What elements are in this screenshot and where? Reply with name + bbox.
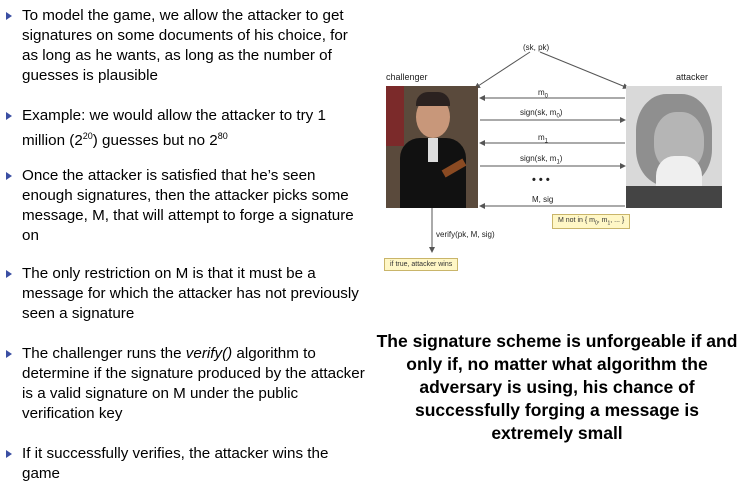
message-m0-label: m0 (538, 88, 549, 100)
keypair-arrow-challenger (474, 51, 531, 89)
bullet-text: To model the game, we allow the attacker… (22, 7, 348, 84)
result-box: if true, attacker wins (384, 258, 459, 271)
challenger-photo (386, 86, 478, 208)
diagram-arrows (429, 51, 629, 253)
keypair-arrow-attacker (539, 51, 629, 89)
forgery-label: M, sig (532, 195, 554, 204)
bullet-text: The only restriction on M is that it mus… (22, 265, 359, 322)
constraint-box: M not in { m0, m1, ... } (552, 214, 631, 230)
bullet-marker-icon (6, 172, 12, 180)
attacker-photo (626, 86, 722, 208)
bullet-text: The challenger runs the verify() algorit… (22, 345, 365, 422)
bullet-text: Once the attacker is satisfied that he’s… (22, 167, 354, 244)
bullet-marker-icon (6, 450, 12, 458)
signature-game-diagram: (sk, pk) challenger attacker m0 sign(sk,… (380, 40, 740, 280)
ellipsis-label: • • • (532, 174, 550, 186)
bullet-text: Example: we would allow the attacker to … (22, 107, 326, 150)
sign-m1-label: sign(sk, m1) (520, 154, 563, 166)
summary-statement: The signature scheme is unforgeable if a… (376, 331, 738, 443)
sign-m0-label: sign(sk, m0) (520, 108, 563, 120)
bullet-marker-icon (6, 270, 12, 278)
message-m1-label: m1 (538, 133, 549, 145)
keypair-label: (sk, pk) (523, 43, 550, 52)
challenger-label: challenger (386, 72, 428, 82)
bullet-text: If it successfully verifies, the attacke… (22, 445, 329, 482)
attacker-label: attacker (676, 72, 709, 82)
bullet-marker-icon (6, 350, 12, 358)
bullet-marker-icon (6, 12, 12, 20)
bullet-marker-icon (6, 112, 12, 120)
verify-label: verify(pk, M, sig) (436, 230, 495, 239)
